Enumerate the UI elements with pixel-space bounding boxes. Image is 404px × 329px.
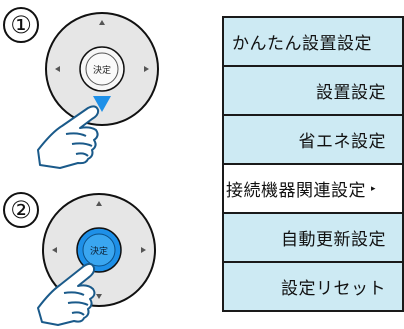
pointing-hand-icon (37, 262, 96, 326)
step-1-number-text: ① (10, 11, 32, 39)
left-arrow-icon (55, 66, 60, 72)
step-2-number: ② (3, 192, 39, 228)
step-2-number-text: ② (10, 196, 32, 224)
menu-divider (224, 65, 402, 67)
menu-item-connected-devices[interactable]: 接続機器関連設定 ▸ (224, 165, 402, 212)
settings-menu: かんたん設置設定 設置設定 省エネ設定 接続機器関連設定 ▸ 自動更新設定 設定… (222, 16, 404, 312)
submenu-arrow-icon: ▸ (371, 183, 377, 194)
menu-divider (224, 261, 402, 263)
step-1-number: ① (3, 7, 39, 43)
menu-item-settings-reset[interactable]: 設定リセット (224, 263, 402, 310)
up-arrow-icon (99, 20, 105, 25)
menu-divider (224, 114, 402, 116)
down-arrow-icon (96, 294, 102, 299)
menu-item-label: 設置設定 (316, 83, 386, 103)
menu-item-installation-setup[interactable]: 設置設定 (224, 67, 402, 114)
left-arrow-icon (52, 247, 57, 253)
menu-divider (224, 163, 402, 165)
menu-item-label: 自動更新設定 (281, 230, 386, 250)
pointing-hand-icon (37, 105, 100, 169)
down-arrow-icon (93, 96, 111, 112)
menu-item-label: 設定リセット (281, 279, 386, 299)
menu-item-easy-setup[interactable]: かんたん設置設定 (224, 18, 402, 65)
menu-item-label: 省エネ設定 (298, 132, 386, 152)
menu-item-label: かんたん設置設定 (232, 34, 372, 54)
menu-item-energy-saving[interactable]: 省エネ設定 (224, 116, 402, 163)
up-arrow-icon (96, 201, 102, 206)
center-button-label: 決定 (93, 64, 111, 76)
remote-dpad-icon: 決定 (45, 12, 159, 126)
menu-item-label: 接続機器関連設定 (226, 181, 366, 201)
menu-divider (224, 212, 402, 214)
right-arrow-icon (144, 66, 149, 72)
center-button-label: 決定 (90, 245, 108, 257)
right-arrow-icon (141, 247, 146, 253)
menu-item-auto-update[interactable]: 自動更新設定 (224, 214, 402, 261)
